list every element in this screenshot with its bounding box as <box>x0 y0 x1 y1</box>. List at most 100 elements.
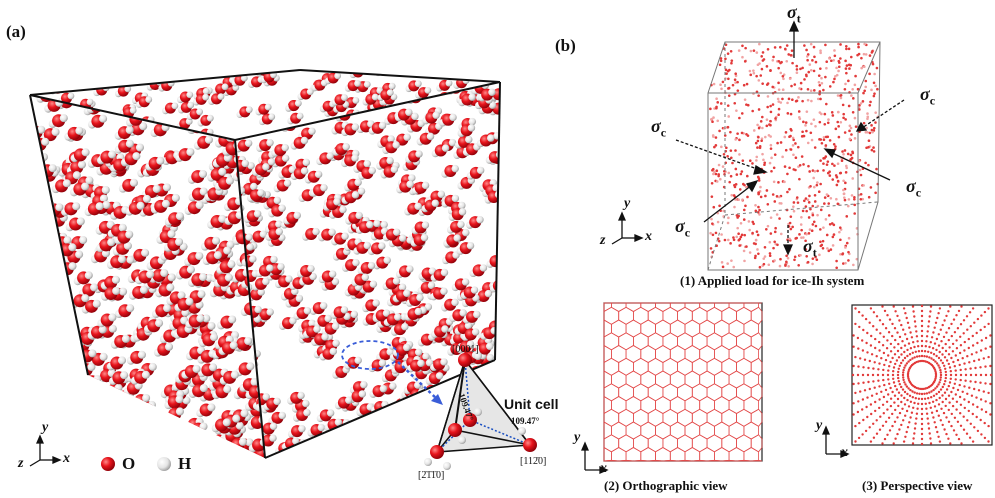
lattice-point <box>907 377 910 380</box>
lattice-point <box>804 248 808 251</box>
lattice-point <box>727 94 731 97</box>
hydrogen-atom <box>112 286 121 295</box>
sigma-compression-bottom-left: σc <box>675 216 690 241</box>
hydrogen-atom <box>426 132 435 141</box>
lattice-point <box>844 67 848 70</box>
lattice-point <box>909 347 913 350</box>
oxygen-atom <box>383 435 396 448</box>
hydrogen-atom <box>332 339 340 347</box>
lattice-point <box>725 72 728 75</box>
oxygen-atom <box>256 329 265 343</box>
lattice-point <box>941 423 944 427</box>
hydrogen-atom <box>403 133 411 141</box>
hydrogen-atom <box>245 233 253 241</box>
lattice-point <box>983 436 987 440</box>
lattice-point <box>839 96 843 100</box>
hydrogen-atom <box>37 169 46 179</box>
hydrogen-atom <box>55 387 64 396</box>
lattice-point <box>824 144 828 147</box>
lattice-point <box>768 161 772 165</box>
oxygen-atom <box>191 446 205 458</box>
lattice-point <box>945 416 948 419</box>
lattice-point <box>913 432 916 435</box>
lattice-point <box>955 314 958 317</box>
lattice-point <box>987 391 990 395</box>
lattice-point <box>748 69 752 73</box>
hydrogen-atom <box>36 315 45 324</box>
hydrogen-atom <box>20 417 28 425</box>
lattice-point <box>868 387 871 391</box>
lattice-point <box>805 129 808 133</box>
hydrogen-atom <box>97 396 106 405</box>
lattice-point <box>902 419 905 422</box>
sigma-symbol: σ <box>651 116 661 136</box>
lattice-point <box>963 406 966 410</box>
hydrogen-atom <box>196 314 205 323</box>
lattice-point <box>859 192 863 196</box>
lattice-point <box>903 396 906 400</box>
lattice-point <box>806 98 810 102</box>
oxygen-atom <box>492 78 500 90</box>
lattice-point <box>878 319 882 322</box>
lattice-point <box>900 361 903 365</box>
lattice-point <box>934 387 937 390</box>
lattice-point <box>858 104 861 107</box>
hydrogen-atom <box>458 112 466 120</box>
lattice-point <box>853 195 856 199</box>
lattice-point <box>746 103 750 107</box>
hydrogen-atom <box>108 324 117 333</box>
lattice-point <box>764 135 767 139</box>
lattice-point <box>891 390 894 394</box>
lattice-point <box>956 388 960 392</box>
lattice-point <box>759 195 763 199</box>
lattice-point <box>818 111 822 114</box>
lattice-point <box>939 419 942 422</box>
hydrogen-atom <box>250 90 259 99</box>
lattice-point <box>900 394 903 397</box>
lattice-point <box>866 117 869 121</box>
hydrogen-atom <box>348 429 357 438</box>
lattice-point <box>852 334 855 337</box>
lattice-point <box>973 359 976 363</box>
lattice-point <box>734 149 737 152</box>
hydrogen-atom <box>235 398 241 407</box>
lattice-point <box>876 87 879 91</box>
lattice-point <box>789 215 793 218</box>
lattice-point <box>979 381 982 384</box>
lattice-point <box>949 370 952 373</box>
lattice-point <box>804 197 808 200</box>
hydrogen-atom <box>277 262 285 271</box>
lattice-point <box>889 350 893 353</box>
lattice-point <box>901 359 905 362</box>
lattice-point <box>808 194 811 198</box>
lattice-point <box>902 440 906 443</box>
lattice-point <box>924 345 927 348</box>
unit-cell-dir-top: [0001] <box>452 344 479 355</box>
lattice-point <box>874 400 877 404</box>
lattice-point <box>809 184 812 188</box>
lattice-point <box>930 351 933 354</box>
lattice-point <box>795 71 799 75</box>
lattice-point <box>938 396 941 400</box>
lattice-point <box>805 254 808 258</box>
hydrogen-atom <box>88 349 97 358</box>
oxygen-atom <box>114 72 126 84</box>
hydrogen-atom <box>108 411 117 420</box>
hydrogen-atom <box>226 129 233 136</box>
hydrogen-atom <box>264 347 265 356</box>
lattice-point <box>911 390 914 393</box>
lattice-point <box>777 100 781 103</box>
hydrogen-atom <box>111 275 120 284</box>
lattice-point <box>833 49 836 52</box>
lattice-point <box>858 421 861 425</box>
hexagon-cell <box>721 459 737 462</box>
lattice-point <box>829 196 833 200</box>
hydrogen-atom <box>31 411 40 420</box>
lattice-point <box>897 376 900 380</box>
oxygen-atom <box>46 245 60 259</box>
hydrogen-atom <box>172 435 181 444</box>
lattice-point <box>961 357 964 360</box>
hydrogen-atom <box>121 72 129 80</box>
lattice-point <box>956 420 960 423</box>
lattice-point <box>860 56 863 60</box>
